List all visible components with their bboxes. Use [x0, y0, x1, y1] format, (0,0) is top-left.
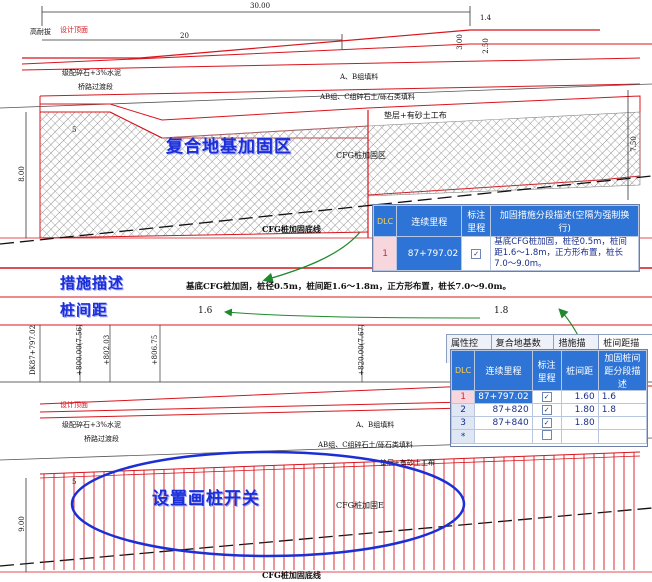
measure-desc-table: DLC 连续里程 标注里程 加固措施分段描述(空隔为强制换行) 1 87+797… [372, 204, 640, 272]
spacing-desc-cell[interactable]: 1.8 [597, 403, 648, 417]
dim-label: 8.00 [17, 166, 26, 182]
marked-checkbox[interactable] [541, 430, 552, 440]
col-header-dlc[interactable]: DLC [372, 205, 398, 237]
spacing-desc-cell[interactable] [597, 429, 648, 444]
measure-desc-label: 措施描述 [60, 274, 125, 292]
row-index[interactable]: 1 [372, 236, 398, 271]
dim-label: 20 [180, 32, 189, 40]
station-cell[interactable]: 87+820 [474, 403, 533, 417]
cad-label: CFG桩加固区 [336, 151, 387, 160]
spacing-cell[interactable] [560, 429, 599, 444]
cad-label: AB组、C组碎石土/砾石类填料 [318, 441, 413, 449]
spacing-cell[interactable]: 1.80 [560, 416, 599, 430]
station-label: DK87+797.02 [29, 324, 38, 376]
cad-label: 垫层+有砂土工布 [384, 111, 447, 120]
pile-spacing-table: DLC 连续里程 标注里程 桩间距 加固桩间距分段描述 1 87+797.02 … [450, 349, 648, 447]
row-index[interactable]: 2 [450, 403, 476, 417]
spacing-value: 1.6 [198, 306, 213, 316]
marked-checkbox[interactable]: ✓ [541, 418, 552, 428]
row-index[interactable]: 1 [450, 390, 476, 404]
marked-checkbox[interactable]: ✓ [541, 392, 552, 402]
spacing-desc-cell[interactable] [597, 416, 648, 430]
dim-label: 7.50 [629, 136, 638, 152]
cad-label: 级配碎石+3%水泥 [62, 69, 121, 77]
cad-label: 桥路过渡段 [78, 83, 113, 91]
col-header-marked[interactable]: 标注里程 [531, 350, 562, 391]
cad-label: CFG桩加固底线 [262, 570, 321, 580]
col-header-desc[interactable]: 加固措施分段描述(空隔为强制换行) [490, 205, 639, 237]
dim-label: 9.00 [17, 516, 26, 532]
cad-label: CFG桩加固E [336, 501, 384, 510]
col-header-dlc[interactable]: DLC [450, 350, 476, 391]
col-header-station[interactable]: 连续里程 [474, 350, 533, 391]
spacing-desc-cell[interactable]: 1.6 [597, 390, 648, 404]
cad-label: A、B组填料 [356, 421, 395, 429]
marked-checkbox[interactable]: ✓ [541, 405, 552, 415]
col-header-marked[interactable]: 标注里程 [461, 205, 492, 237]
new-row-marker[interactable]: * [450, 429, 476, 444]
spacing-cell[interactable]: 1.60 [560, 390, 599, 404]
cad-label: CFG桩加固底线 [262, 224, 321, 234]
cad-label: 高耐拔 [30, 28, 51, 36]
dim-label: 3.00 [455, 34, 464, 50]
spacing-value: 1.8 [494, 306, 509, 316]
col-header-spacing-desc[interactable]: 加固桩间距分段描述 [597, 350, 648, 391]
dim-label: 5 [72, 126, 77, 134]
pile-switch-title[interactable]: 设置画桩开关 [152, 489, 260, 509]
zone-title: 复合地基加固区 [166, 137, 292, 157]
cad-label: 设计顶面 [60, 401, 88, 409]
station-label: +806.75 [151, 334, 160, 366]
station-cell[interactable]: 87+840 [474, 416, 533, 430]
station-label: +800.00(7.56) [75, 324, 84, 376]
dim-label: 1.4 [480, 14, 492, 22]
station-cell[interactable]: 87+797.02 [474, 390, 533, 404]
desc-cell[interactable]: 基底CFG桩加固，桩径0.5m，桩间距1.6～1.8m，正方形布置，桩长7.0～… [490, 236, 639, 271]
measure-desc-text: 基底CFG桩加固，桩径0.5m，桩间距1.6～1.8m，正方形布置，桩长7.0～… [186, 282, 511, 292]
col-header-spacing[interactable]: 桩间距 [560, 350, 599, 391]
cad-label: A、B组填料 [340, 73, 379, 81]
cad-label: AB组、C组碎石土/砾石类填料 [320, 93, 415, 101]
station-label: +820.00(7.67) [357, 324, 366, 376]
col-header-station[interactable]: 连续里程 [396, 205, 463, 237]
pile-spacing-label: 桩间距 [60, 301, 109, 319]
cad-label: 垫层+有砂土工布 [380, 459, 435, 467]
dim-label: 5 [72, 478, 77, 486]
station-cell[interactable]: 87+797.02 [396, 236, 463, 271]
cad-label: 桥路过渡段 [84, 435, 119, 443]
spacing-cell[interactable]: 1.80 [560, 403, 599, 417]
cad-label: 设计顶面 [60, 26, 88, 34]
marked-checkbox[interactable]: ✓ [471, 248, 482, 259]
row-index[interactable]: 3 [450, 416, 476, 430]
cfg-pile-lines [43, 452, 635, 570]
dim-label: 2.50 [481, 38, 490, 54]
cad-label: 级配碎石+3%水泥 [62, 421, 121, 429]
station-cell[interactable] [474, 429, 533, 444]
dim-label: 30.00 [250, 2, 271, 10]
station-label: +802.03 [103, 334, 112, 366]
